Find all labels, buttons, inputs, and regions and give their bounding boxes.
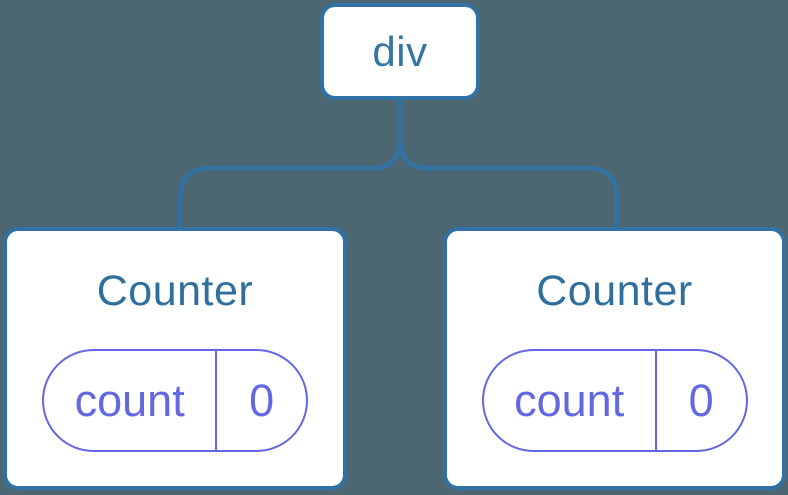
state-pill: count 0 xyxy=(42,349,308,452)
state-key: count xyxy=(74,374,185,426)
root-node-label: div xyxy=(372,27,428,75)
root-node-div: div xyxy=(320,3,480,100)
component-title: Counter xyxy=(536,267,693,315)
component-card-counter-2: Counter count 0 xyxy=(443,227,786,490)
state-value: 0 xyxy=(654,351,746,450)
state-key: count xyxy=(514,374,625,426)
component-card-counter-1: Counter count 0 xyxy=(3,227,347,490)
state-value: 0 xyxy=(215,351,306,450)
component-title: Counter xyxy=(96,267,254,315)
connector-left-branch xyxy=(177,100,403,229)
connector-right-branch xyxy=(397,100,620,229)
state-pill: count 0 xyxy=(481,349,748,452)
